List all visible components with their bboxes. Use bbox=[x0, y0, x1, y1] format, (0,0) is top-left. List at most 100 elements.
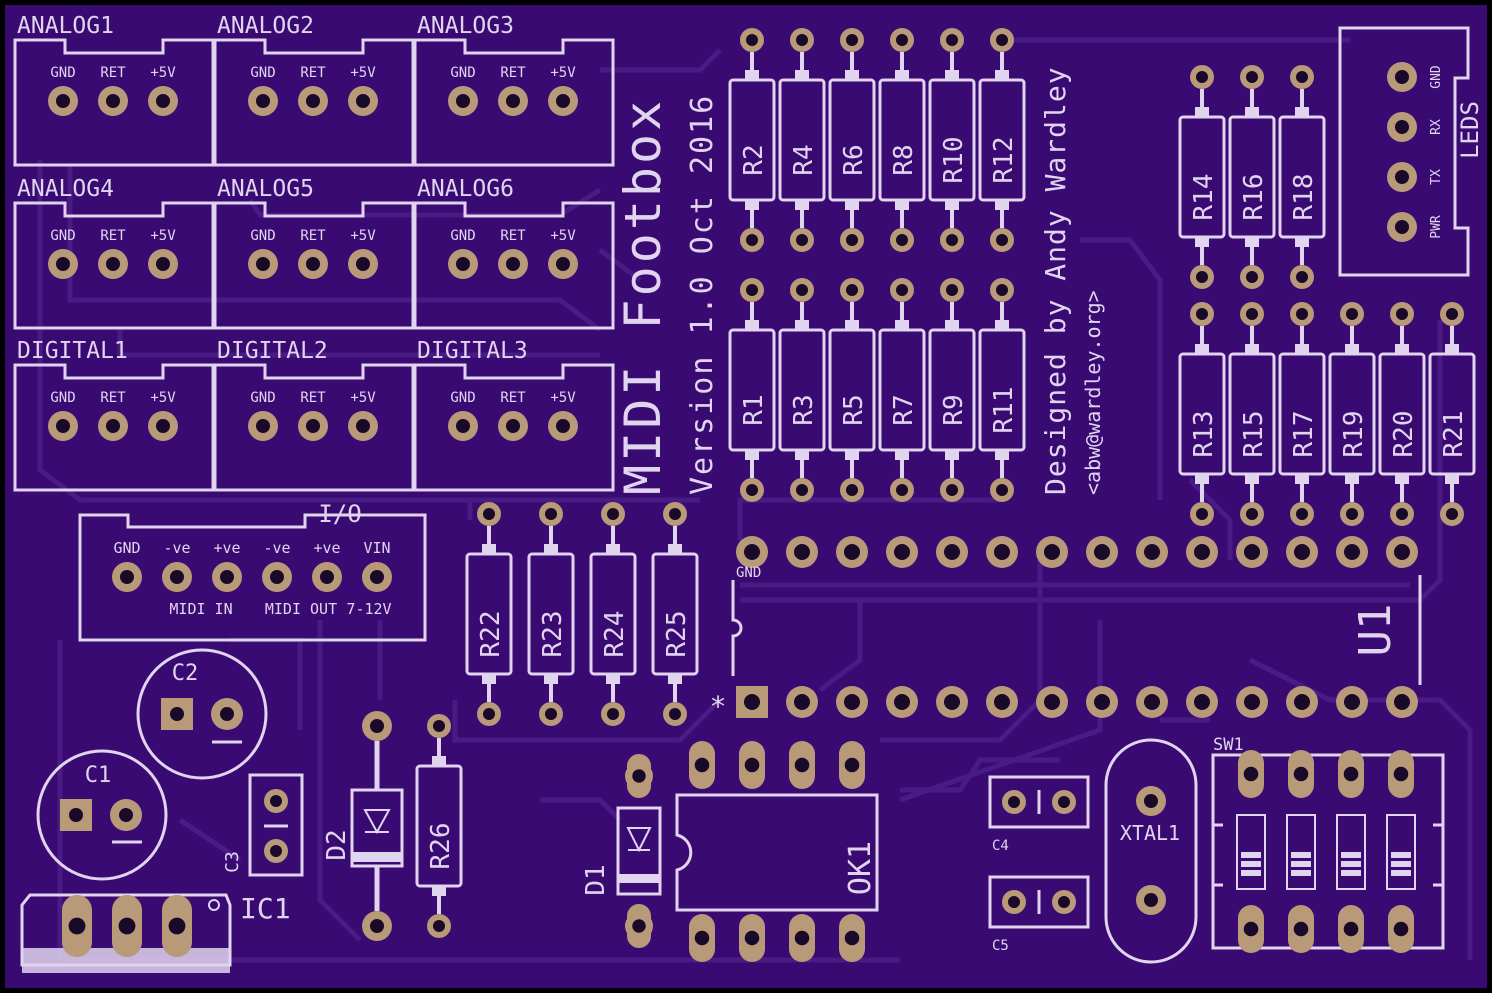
sw1-slot[interactable] bbox=[1336, 814, 1366, 890]
resistor-label: R5 bbox=[839, 394, 869, 425]
drill-hole bbox=[1246, 508, 1258, 520]
resistor-label: R18 bbox=[1289, 174, 1319, 221]
copper-trace bbox=[467, 497, 700, 520]
drill-hole bbox=[746, 234, 758, 246]
drill-hole bbox=[433, 720, 445, 732]
pin-label: GND bbox=[450, 228, 475, 244]
drill-hole bbox=[1044, 694, 1060, 710]
drill-hole bbox=[270, 795, 282, 807]
resistor-cap bbox=[745, 200, 759, 210]
drill-hole bbox=[1296, 71, 1308, 83]
drill-hole bbox=[506, 94, 520, 108]
leds-housing bbox=[1338, 26, 1470, 277]
drill-hole bbox=[106, 257, 120, 271]
resistor-cap bbox=[995, 450, 1009, 460]
drill-hole bbox=[370, 719, 384, 733]
drill-hole bbox=[306, 257, 320, 271]
drill-hole bbox=[744, 694, 760, 710]
resistor-body bbox=[928, 78, 976, 202]
board-email: <abw@wardley.org> bbox=[1081, 290, 1105, 495]
drill-hole bbox=[746, 34, 758, 46]
resistor-label: R6 bbox=[839, 144, 869, 175]
xtal1-label: XTAL1 bbox=[1120, 821, 1180, 845]
drill-hole bbox=[1395, 70, 1409, 84]
drill-hole bbox=[556, 419, 570, 433]
resistor-cap bbox=[945, 450, 959, 460]
resistor-label: R1 bbox=[739, 394, 769, 425]
resistor-body bbox=[1228, 115, 1276, 239]
resistor-cap bbox=[845, 200, 859, 210]
drill-hole bbox=[1246, 71, 1258, 83]
resistor-cap bbox=[1245, 344, 1259, 354]
drill-hole bbox=[306, 94, 320, 108]
resistor-label: R22 bbox=[476, 611, 506, 658]
drill-hole bbox=[946, 34, 958, 46]
d2-symbol bbox=[363, 809, 391, 835]
drill-hole bbox=[256, 94, 270, 108]
drill-hole bbox=[744, 930, 760, 946]
drill-hole bbox=[846, 234, 858, 246]
resistor-label: R10 bbox=[939, 137, 969, 184]
resistor-cap bbox=[1245, 107, 1259, 117]
resistor-body bbox=[1278, 115, 1326, 239]
drill-hole bbox=[1144, 694, 1160, 710]
copper-trace bbox=[117, 330, 600, 358]
copper-trace bbox=[317, 620, 362, 942]
drill-hole bbox=[794, 930, 810, 946]
board-designer: Designed by Andy Wardley bbox=[1039, 66, 1072, 495]
copper-trace bbox=[37, 160, 590, 503]
drill-hole bbox=[1393, 766, 1409, 782]
io-sublabel: 7-12V bbox=[346, 600, 391, 618]
c5-label: C5 bbox=[992, 938, 1009, 954]
drill-hole bbox=[1244, 544, 1260, 560]
drill-hole bbox=[1094, 694, 1110, 710]
drill-hole bbox=[170, 570, 184, 584]
drill-hole bbox=[270, 845, 282, 857]
resistor-cap bbox=[1195, 237, 1209, 247]
drill-hole bbox=[632, 769, 646, 783]
drill-hole bbox=[844, 930, 860, 946]
io-pin-label: -ve bbox=[163, 539, 190, 557]
drill-hole bbox=[1395, 220, 1409, 234]
drill-hole bbox=[1344, 544, 1360, 560]
connector-label: ANALOG6 bbox=[417, 176, 514, 202]
drill-hole bbox=[256, 419, 270, 433]
connector-housing bbox=[213, 201, 415, 330]
drill-hole bbox=[68, 917, 86, 935]
resistor-label: R14 bbox=[1189, 174, 1219, 221]
drill-hole bbox=[669, 708, 681, 720]
drill-hole bbox=[1296, 308, 1308, 320]
c2-label: C2 bbox=[172, 661, 199, 686]
drill-hole bbox=[1446, 308, 1458, 320]
drill-hole bbox=[796, 284, 808, 296]
pin-label: GND bbox=[450, 65, 475, 81]
io-label: I/O bbox=[318, 500, 361, 528]
c2-outline bbox=[136, 648, 268, 780]
drill-hole bbox=[156, 419, 170, 433]
drill-hole bbox=[794, 757, 810, 773]
drill-hole bbox=[1296, 271, 1308, 283]
resistor-body bbox=[465, 552, 513, 676]
drill-hole bbox=[896, 234, 908, 246]
d2-band bbox=[352, 852, 402, 862]
resistor-label: R8 bbox=[889, 144, 919, 175]
drill-hole bbox=[1196, 308, 1208, 320]
drill-hole bbox=[796, 234, 808, 246]
drill-hole bbox=[1393, 921, 1409, 937]
resistor-label: R23 bbox=[538, 611, 568, 658]
drill-hole bbox=[669, 508, 681, 520]
resistor-body bbox=[589, 552, 637, 676]
sw1-actuator bbox=[1341, 870, 1361, 876]
resistor-label: R25 bbox=[662, 611, 692, 658]
connector-label: ANALOG1 bbox=[17, 13, 114, 39]
c3-label: C3 bbox=[222, 851, 243, 873]
sw1-slot[interactable] bbox=[1236, 814, 1266, 890]
drill-hole bbox=[746, 484, 758, 496]
copper-trace bbox=[600, 48, 722, 73]
sw1-slot[interactable] bbox=[1386, 814, 1416, 890]
copper-trace bbox=[67, 165, 602, 332]
drill-hole bbox=[433, 920, 445, 932]
sw1-slot[interactable] bbox=[1286, 814, 1316, 890]
drill-hole bbox=[846, 34, 858, 46]
drill-hole bbox=[896, 34, 908, 46]
